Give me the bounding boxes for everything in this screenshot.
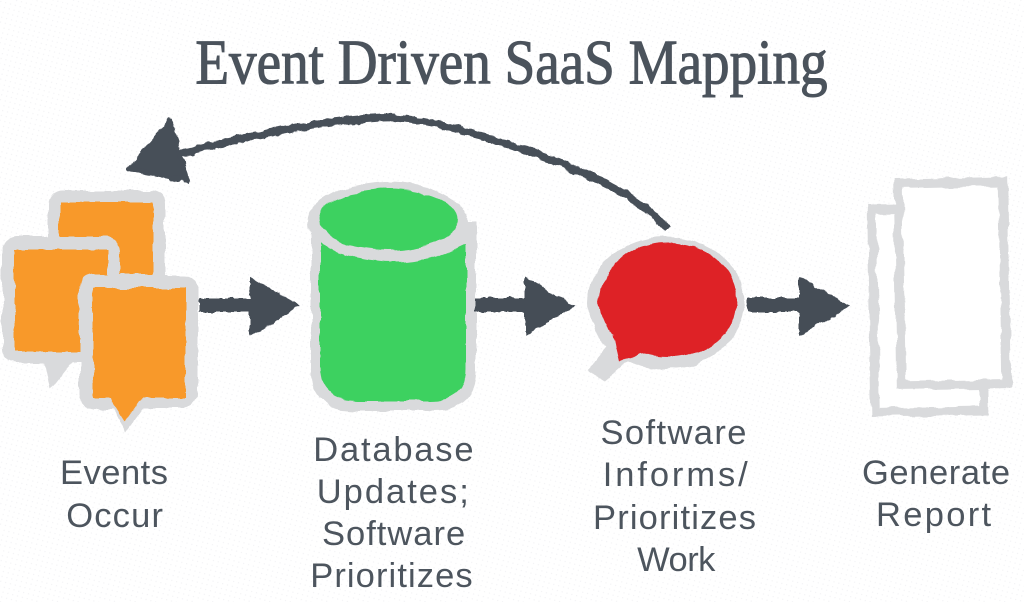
svg-text:Database: Database bbox=[313, 431, 475, 469]
svg-text:Informs/: Informs/ bbox=[603, 456, 751, 494]
svg-text:Updates;: Updates; bbox=[317, 473, 471, 511]
svg-text:Prioritizes: Prioritizes bbox=[310, 557, 474, 595]
svg-text:Software: Software bbox=[322, 515, 466, 553]
svg-text:Generate: Generate bbox=[862, 454, 1011, 492]
svg-text:Events: Events bbox=[60, 454, 168, 492]
svg-text:Occur: Occur bbox=[66, 497, 164, 535]
svg-text:Software: Software bbox=[601, 414, 748, 452]
svg-text:Report: Report bbox=[876, 496, 993, 534]
svg-text:Event Driven SaaS Mapping: Event Driven SaaS Mapping bbox=[195, 27, 827, 97]
svg-text:Prioritizes: Prioritizes bbox=[593, 499, 757, 537]
svg-text:Work: Work bbox=[637, 541, 716, 579]
